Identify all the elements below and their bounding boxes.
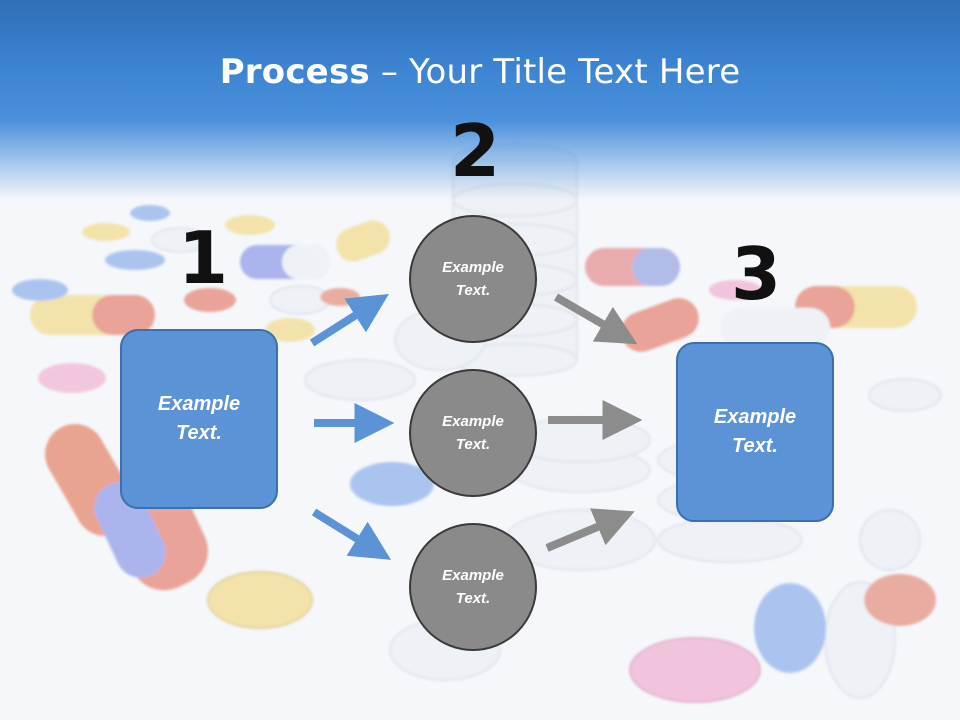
blue-arrow-up [309,293,389,347]
title-bar [0,0,960,200]
gray-arrow-up [545,508,635,552]
step-number-3: 3 [731,232,782,316]
right-text-box[interactable]: Example Text. [676,342,834,522]
step-number-1: 1 [178,216,229,300]
blue-arrow-down [311,508,392,560]
slide-title: Process – Your Title Text Here [0,52,960,92]
gray-arrow-down [553,293,638,345]
circle-top[interactable]: Example Text. [409,215,537,343]
title-bold: Process [219,52,370,92]
circle-middle-label: Example Text. [442,413,504,453]
step-number-2: 2 [450,109,501,193]
left-box-label: Example Text. [157,393,241,444]
circle-top-label: Example Text. [442,259,504,299]
circle-bottom[interactable]: Example Text. [409,523,537,651]
circle-bottom-label: Example Text. [442,567,504,607]
left-text-box[interactable]: Example Text. [120,329,278,509]
right-box-label: Example Text. [713,406,797,457]
title-rest: – Your Title Text Here [369,52,741,92]
circle-middle[interactable]: Example Text. [409,369,537,497]
